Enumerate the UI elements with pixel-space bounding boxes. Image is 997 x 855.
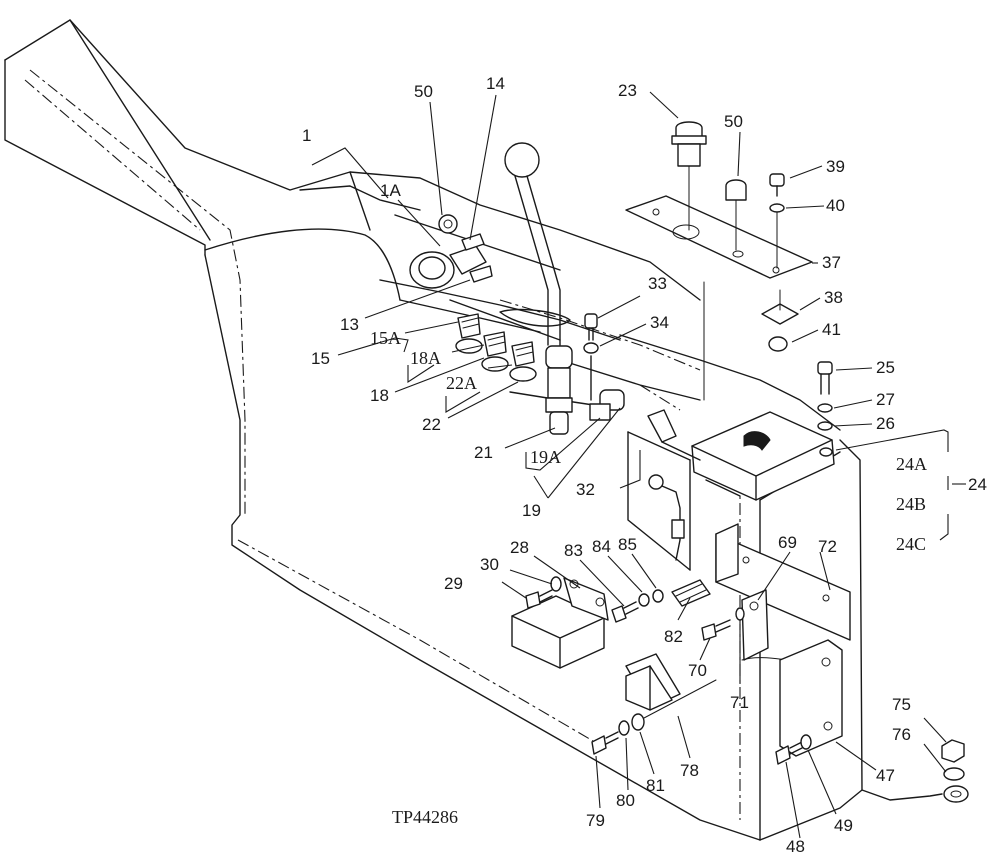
- screw-39: [769, 173, 785, 269]
- callout-82: 82: [664, 627, 683, 646]
- callout-26: 26: [876, 414, 895, 433]
- screw-83: [611, 601, 639, 623]
- callout-47: 47: [876, 766, 895, 785]
- callout-24a: 24A: [896, 454, 927, 474]
- callout-1: 1: [302, 126, 311, 145]
- module-24: [647, 409, 835, 501]
- washer-84: [638, 593, 650, 607]
- washer-71: [735, 607, 745, 621]
- callout-34: 34: [650, 313, 669, 332]
- screw-79: [591, 731, 619, 755]
- panel-37: [625, 195, 813, 279]
- callout-15a: 15A: [370, 328, 401, 348]
- callout-22a: 22A: [446, 373, 477, 393]
- callout-72: 72: [818, 537, 837, 556]
- callout-83: 83: [564, 541, 583, 560]
- callout-23: 23: [618, 81, 637, 100]
- callout-1a: 1A: [380, 181, 401, 200]
- callout-24b: 24B: [896, 494, 926, 514]
- cable-32: [648, 474, 685, 561]
- indicator-23: [671, 121, 707, 231]
- leader-lines: [311, 91, 966, 839]
- switch-21: [545, 345, 573, 435]
- callout-28: 28: [510, 538, 529, 557]
- callout-27: 27: [876, 390, 895, 409]
- callout-85: 85: [618, 535, 637, 554]
- nut-75: [941, 739, 965, 781]
- throttle-lever: [504, 142, 561, 346]
- callout-78: 78: [680, 761, 699, 780]
- screw-70: [701, 619, 731, 641]
- callout-19a: 19A: [530, 447, 561, 467]
- callout-24c: 24C: [896, 534, 926, 554]
- callout-81: 81: [646, 776, 665, 795]
- callout-24: 24: [968, 475, 987, 494]
- callout-75: 75: [892, 695, 911, 714]
- washer-80: [618, 720, 630, 736]
- callout-79: 79: [586, 811, 605, 830]
- callout-50-left: 50: [414, 82, 433, 101]
- screw-25: [817, 361, 833, 457]
- callout-76: 76: [892, 725, 911, 744]
- callout-80: 80: [616, 791, 635, 810]
- relay-78: [625, 653, 681, 711]
- callout-48: 48: [786, 837, 805, 855]
- callout-70: 70: [688, 661, 707, 680]
- ignition-switch: [409, 214, 493, 289]
- callout-13: 13: [340, 315, 359, 334]
- relay-28: [511, 577, 609, 669]
- callout-19: 19: [522, 501, 541, 520]
- callout-49: 49: [834, 816, 853, 835]
- plug-50: [725, 179, 747, 251]
- figure-id: TP44286: [392, 807, 458, 827]
- callout-69: 69: [778, 533, 797, 552]
- washer-81: [631, 713, 645, 731]
- callout-18a: 18A: [410, 348, 441, 368]
- fitting-82: [671, 579, 711, 607]
- cover-47: [779, 639, 843, 757]
- console-body: [4, 19, 863, 841]
- bracket-72: [715, 523, 851, 641]
- callout-labels: 1 1A 50 14 13 15A 15 18A 18 22A 22 21 19…: [302, 74, 987, 855]
- ground-cable: [861, 785, 969, 803]
- callout-39: 39: [826, 157, 845, 176]
- callout-25: 25: [876, 358, 895, 377]
- plate-38: [761, 289, 799, 352]
- switch-19: [589, 389, 625, 421]
- callout-40: 40: [826, 196, 845, 215]
- callout-41: 41: [822, 320, 841, 339]
- plate-69: [741, 589, 769, 661]
- screw-81-axis-line: [643, 679, 717, 719]
- callout-30: 30: [480, 555, 499, 574]
- callout-29: 29: [444, 574, 463, 593]
- callout-22: 22: [422, 415, 441, 434]
- callout-18: 18: [370, 386, 389, 405]
- callout-50-right: 50: [724, 112, 743, 131]
- screw-33: [583, 313, 599, 401]
- callout-33: 33: [648, 274, 667, 293]
- callout-21: 21: [474, 443, 493, 462]
- callout-14: 14: [486, 74, 505, 93]
- washer-85: [652, 589, 664, 603]
- callout-71: 71: [730, 693, 749, 712]
- callout-15: 15: [311, 349, 330, 368]
- screw-48: [775, 734, 812, 765]
- callout-37: 37: [822, 253, 841, 272]
- callout-32: 32: [576, 480, 595, 499]
- callout-38: 38: [824, 288, 843, 307]
- callout-84: 84: [592, 537, 611, 556]
